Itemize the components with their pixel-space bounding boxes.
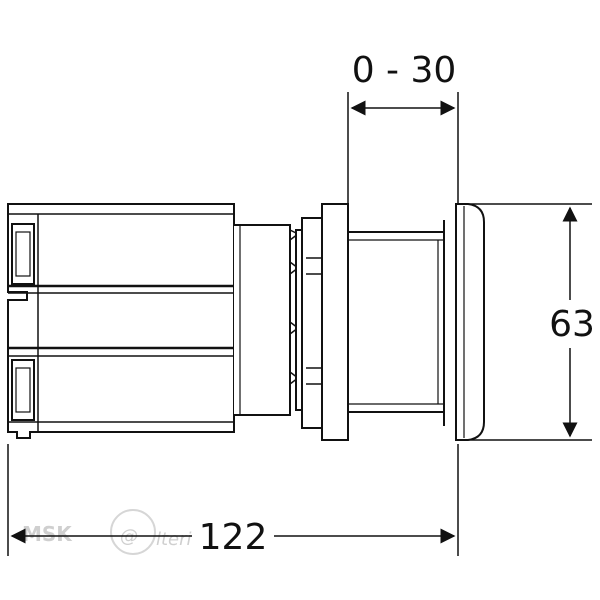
range-label: 0 - 30 [352,50,457,91]
nut [301,217,323,429]
sleeve-body [347,231,445,413]
housing-outline [7,203,235,439]
flange-plate [321,203,349,441]
height-label: 63 [549,304,595,345]
dimension-range [347,92,459,204]
dimension-height [464,203,592,441]
length-label-bg [192,512,274,554]
left-housing [7,203,235,439]
cap-shape [455,203,485,441]
sleeve [347,220,445,426]
watermark-prefix: MSK [22,522,73,546]
push-button-cap [455,203,485,441]
length-label: 122 [199,517,268,558]
flange [295,203,349,441]
neck [234,224,300,416]
